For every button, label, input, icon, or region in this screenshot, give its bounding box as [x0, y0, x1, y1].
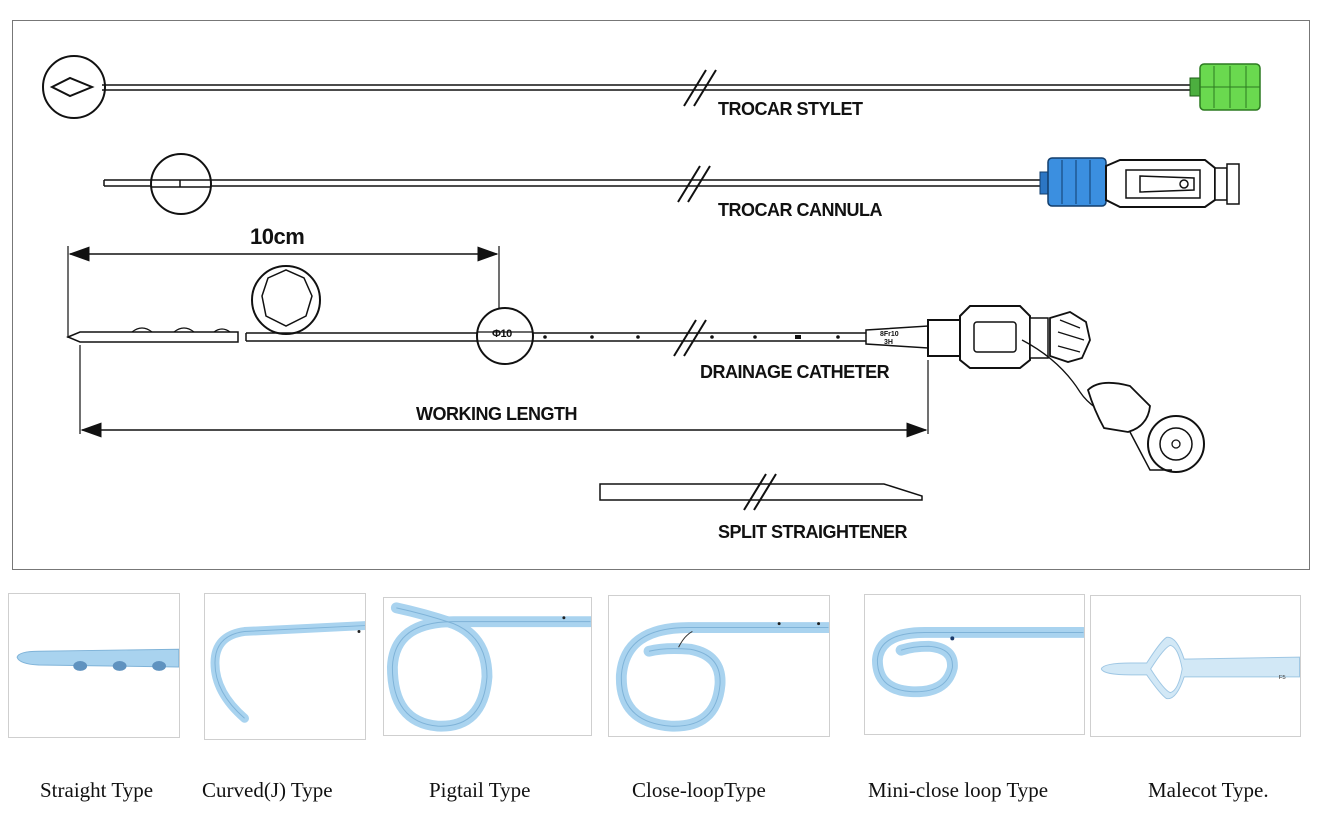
stylet-tip-detail-icon: [42, 55, 106, 119]
close-loop-type-photo: [608, 595, 830, 737]
cannula-handle-icon: [1105, 159, 1216, 208]
mini-close-loop-type-caption: Mini-close loop Type: [868, 778, 1049, 802]
close-loop-type-caption: Close-loopType: [632, 778, 766, 802]
cannula-tip-detail-icon: [150, 153, 212, 215]
trocar-stylet: [42, 55, 1261, 119]
drainage-catheter: 8Fr10 3H: [66, 246, 1205, 473]
diagram-panel: [12, 20, 1310, 570]
trocar-cannula-label: TROCAR CANNULA: [718, 200, 882, 220]
curved-j-type-caption: Curved(J) Type: [202, 778, 333, 802]
break-mark-icon: [677, 165, 711, 203]
straight-type-caption: Straight Type: [40, 778, 154, 802]
working-length-label: WORKING LENGTH: [416, 404, 578, 424]
cap-clip-icon: [1086, 381, 1151, 433]
coil-length-label: 10cm: [250, 224, 305, 249]
malecot-type-caption: Malecot Type.: [1148, 778, 1269, 802]
break-mark-icon: [743, 473, 777, 511]
split-straightener: [599, 473, 923, 511]
pigtail-type-photo: [383, 597, 592, 736]
diameter-marker-label: Φ10: [492, 328, 512, 340]
malecot-type-photo: F5: [1090, 595, 1301, 737]
drainage-catheter-label: DRAINAGE CATHETER: [700, 362, 890, 382]
curved-j-type-photo: [204, 593, 366, 740]
svg-text:8Fr10: 8Fr10: [880, 331, 899, 338]
catheter-hub-icon: [927, 319, 961, 357]
svg-text:3H: 3H: [884, 339, 893, 346]
split-straightener-label: SPLIT STRAIGHTENER: [718, 522, 908, 542]
catheter-diagram: 8Fr10 3H: [42, 55, 1261, 511]
diameter-marker-icon: [476, 307, 534, 365]
cannula-hub-icon: [1047, 157, 1107, 207]
trocar-cannula: [103, 153, 1240, 215]
mini-close-loop-type-photo: [864, 594, 1085, 735]
pigtail-type-caption: Pigtail Type: [429, 778, 531, 802]
end-cap-icon: [1147, 415, 1205, 473]
trocar-stylet-label: TROCAR STYLET: [718, 99, 863, 119]
straight-type-photo: [8, 593, 180, 738]
lock-cap-icon: [1049, 311, 1091, 363]
break-mark-icon: [673, 319, 707, 357]
svg-text:F5: F5: [1279, 675, 1287, 681]
break-mark-icon: [683, 69, 717, 107]
